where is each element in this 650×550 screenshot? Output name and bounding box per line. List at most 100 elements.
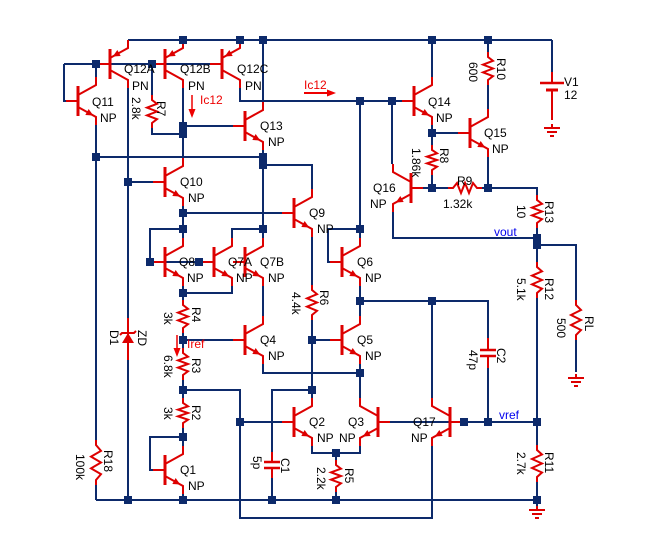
transistor-bottom-lead (244, 131, 264, 150)
q11-type: NP (100, 111, 117, 125)
transistor-q8 (153, 238, 184, 286)
resistor-r12 (529, 262, 545, 298)
junction-dot (484, 184, 492, 192)
wire (392, 212, 537, 239)
transistor-bottom-lead (77, 106, 97, 125)
q4-name: Q4 (260, 333, 276, 347)
d1-type: ZD (135, 330, 149, 346)
diode-bar (119, 330, 137, 336)
q13-type: NP (268, 135, 285, 149)
wire (183, 286, 233, 294)
transistor-bottom-lead (213, 267, 233, 286)
emitter-arrow-icon (395, 195, 404, 203)
transistor-bottom-lead (341, 345, 361, 364)
d1-name: D1 (107, 330, 121, 346)
r18-name: R18 (101, 450, 115, 472)
q16-name: Q16 (373, 181, 396, 195)
q5-name: Q5 (357, 333, 373, 347)
transistor-q14 (402, 77, 433, 125)
transistor-q6 (330, 238, 361, 286)
junction-dot (428, 129, 436, 137)
wire (183, 389, 433, 519)
junction-dot (533, 418, 541, 426)
junction-dot (179, 130, 187, 138)
transistor-q13 (233, 102, 264, 150)
junction-dot (179, 386, 187, 394)
wire (239, 88, 402, 102)
junction-dot (146, 258, 154, 266)
r9-value: 1.32k (443, 197, 473, 211)
q8-type: NP (187, 271, 204, 285)
net-label-vref: vref (499, 408, 520, 422)
wire (327, 228, 360, 263)
junction-dot (533, 496, 541, 504)
resistor-r9 (448, 180, 482, 196)
transistor-bottom-lead (164, 267, 184, 286)
q7a-name: Q7A (228, 255, 252, 269)
emitter-arrow-icon (252, 347, 261, 355)
junction-dot (428, 184, 436, 192)
r8-name: R8 (437, 148, 451, 164)
transistor-top-lead (293, 189, 313, 208)
emitter-arrow-icon (301, 220, 310, 228)
transistor-bottom-lead (413, 106, 433, 125)
wire (263, 164, 313, 189)
wire (231, 228, 263, 238)
junction-dot (332, 496, 340, 504)
junction-dot (179, 209, 187, 217)
junction-dot (195, 258, 203, 266)
transistor-bottom-lead (164, 69, 184, 88)
emitter-arrow-icon (221, 269, 230, 277)
emitter-arrow-icon (362, 429, 371, 437)
junction-dot (332, 449, 340, 457)
capacitor-c2 (480, 338, 496, 368)
junction-dot (356, 369, 364, 377)
transistor-bottom-lead (392, 193, 412, 212)
r11-name: R11 (542, 452, 556, 473)
transistor-q4 (233, 316, 264, 364)
transistor-bottom-lead (341, 267, 361, 286)
transistor-bottom-lead (164, 475, 184, 494)
transistor-bottom-lead (359, 427, 379, 446)
q12a-type: PN (132, 79, 149, 93)
rl-name: RL (582, 316, 596, 332)
r6-value: 4.4k (289, 292, 303, 316)
transistor-q7a (202, 238, 233, 286)
iref-arrow-icon (173, 335, 181, 357)
q12c-type: PN (245, 79, 262, 93)
wire (482, 187, 538, 195)
resistor-rl (568, 300, 584, 340)
junction-dot (179, 433, 187, 441)
q4-type: NP (268, 349, 285, 363)
resistor-r13 (529, 195, 545, 228)
q2-type: NP (317, 431, 334, 445)
wire (271, 389, 312, 458)
junction-dot (484, 36, 492, 44)
q17-name: Q17 (413, 415, 436, 429)
junction-dot (259, 36, 267, 44)
r4-name: R4 (189, 307, 203, 323)
transistor-top-lead (293, 398, 313, 417)
voltage-source-v1 (540, 72, 564, 120)
junction-dot (179, 336, 187, 344)
transistor-q12a (98, 40, 129, 88)
resistor-r11 (529, 445, 545, 482)
transistor-bottom-lead (164, 187, 184, 206)
ic12-vertical-arrow-icon (188, 95, 196, 118)
transistor-top-lead (469, 109, 489, 128)
junction-dot (92, 153, 100, 161)
v1-value: 12 (564, 88, 578, 102)
junction-dot (460, 418, 468, 426)
transistor-q10 (153, 158, 184, 206)
q11-name: Q11 (92, 95, 114, 109)
r3-name: R3 (189, 358, 203, 374)
r6-name: R6 (317, 290, 331, 306)
junction-dot (388, 97, 396, 105)
r11-value: 2.7k (514, 452, 528, 476)
r7-name: R7 (154, 101, 168, 117)
r13-value: 10 (514, 205, 528, 219)
transistor-bottom-lead (431, 427, 451, 446)
q14-type: NP (436, 111, 453, 125)
resistor-r3 (175, 348, 191, 380)
